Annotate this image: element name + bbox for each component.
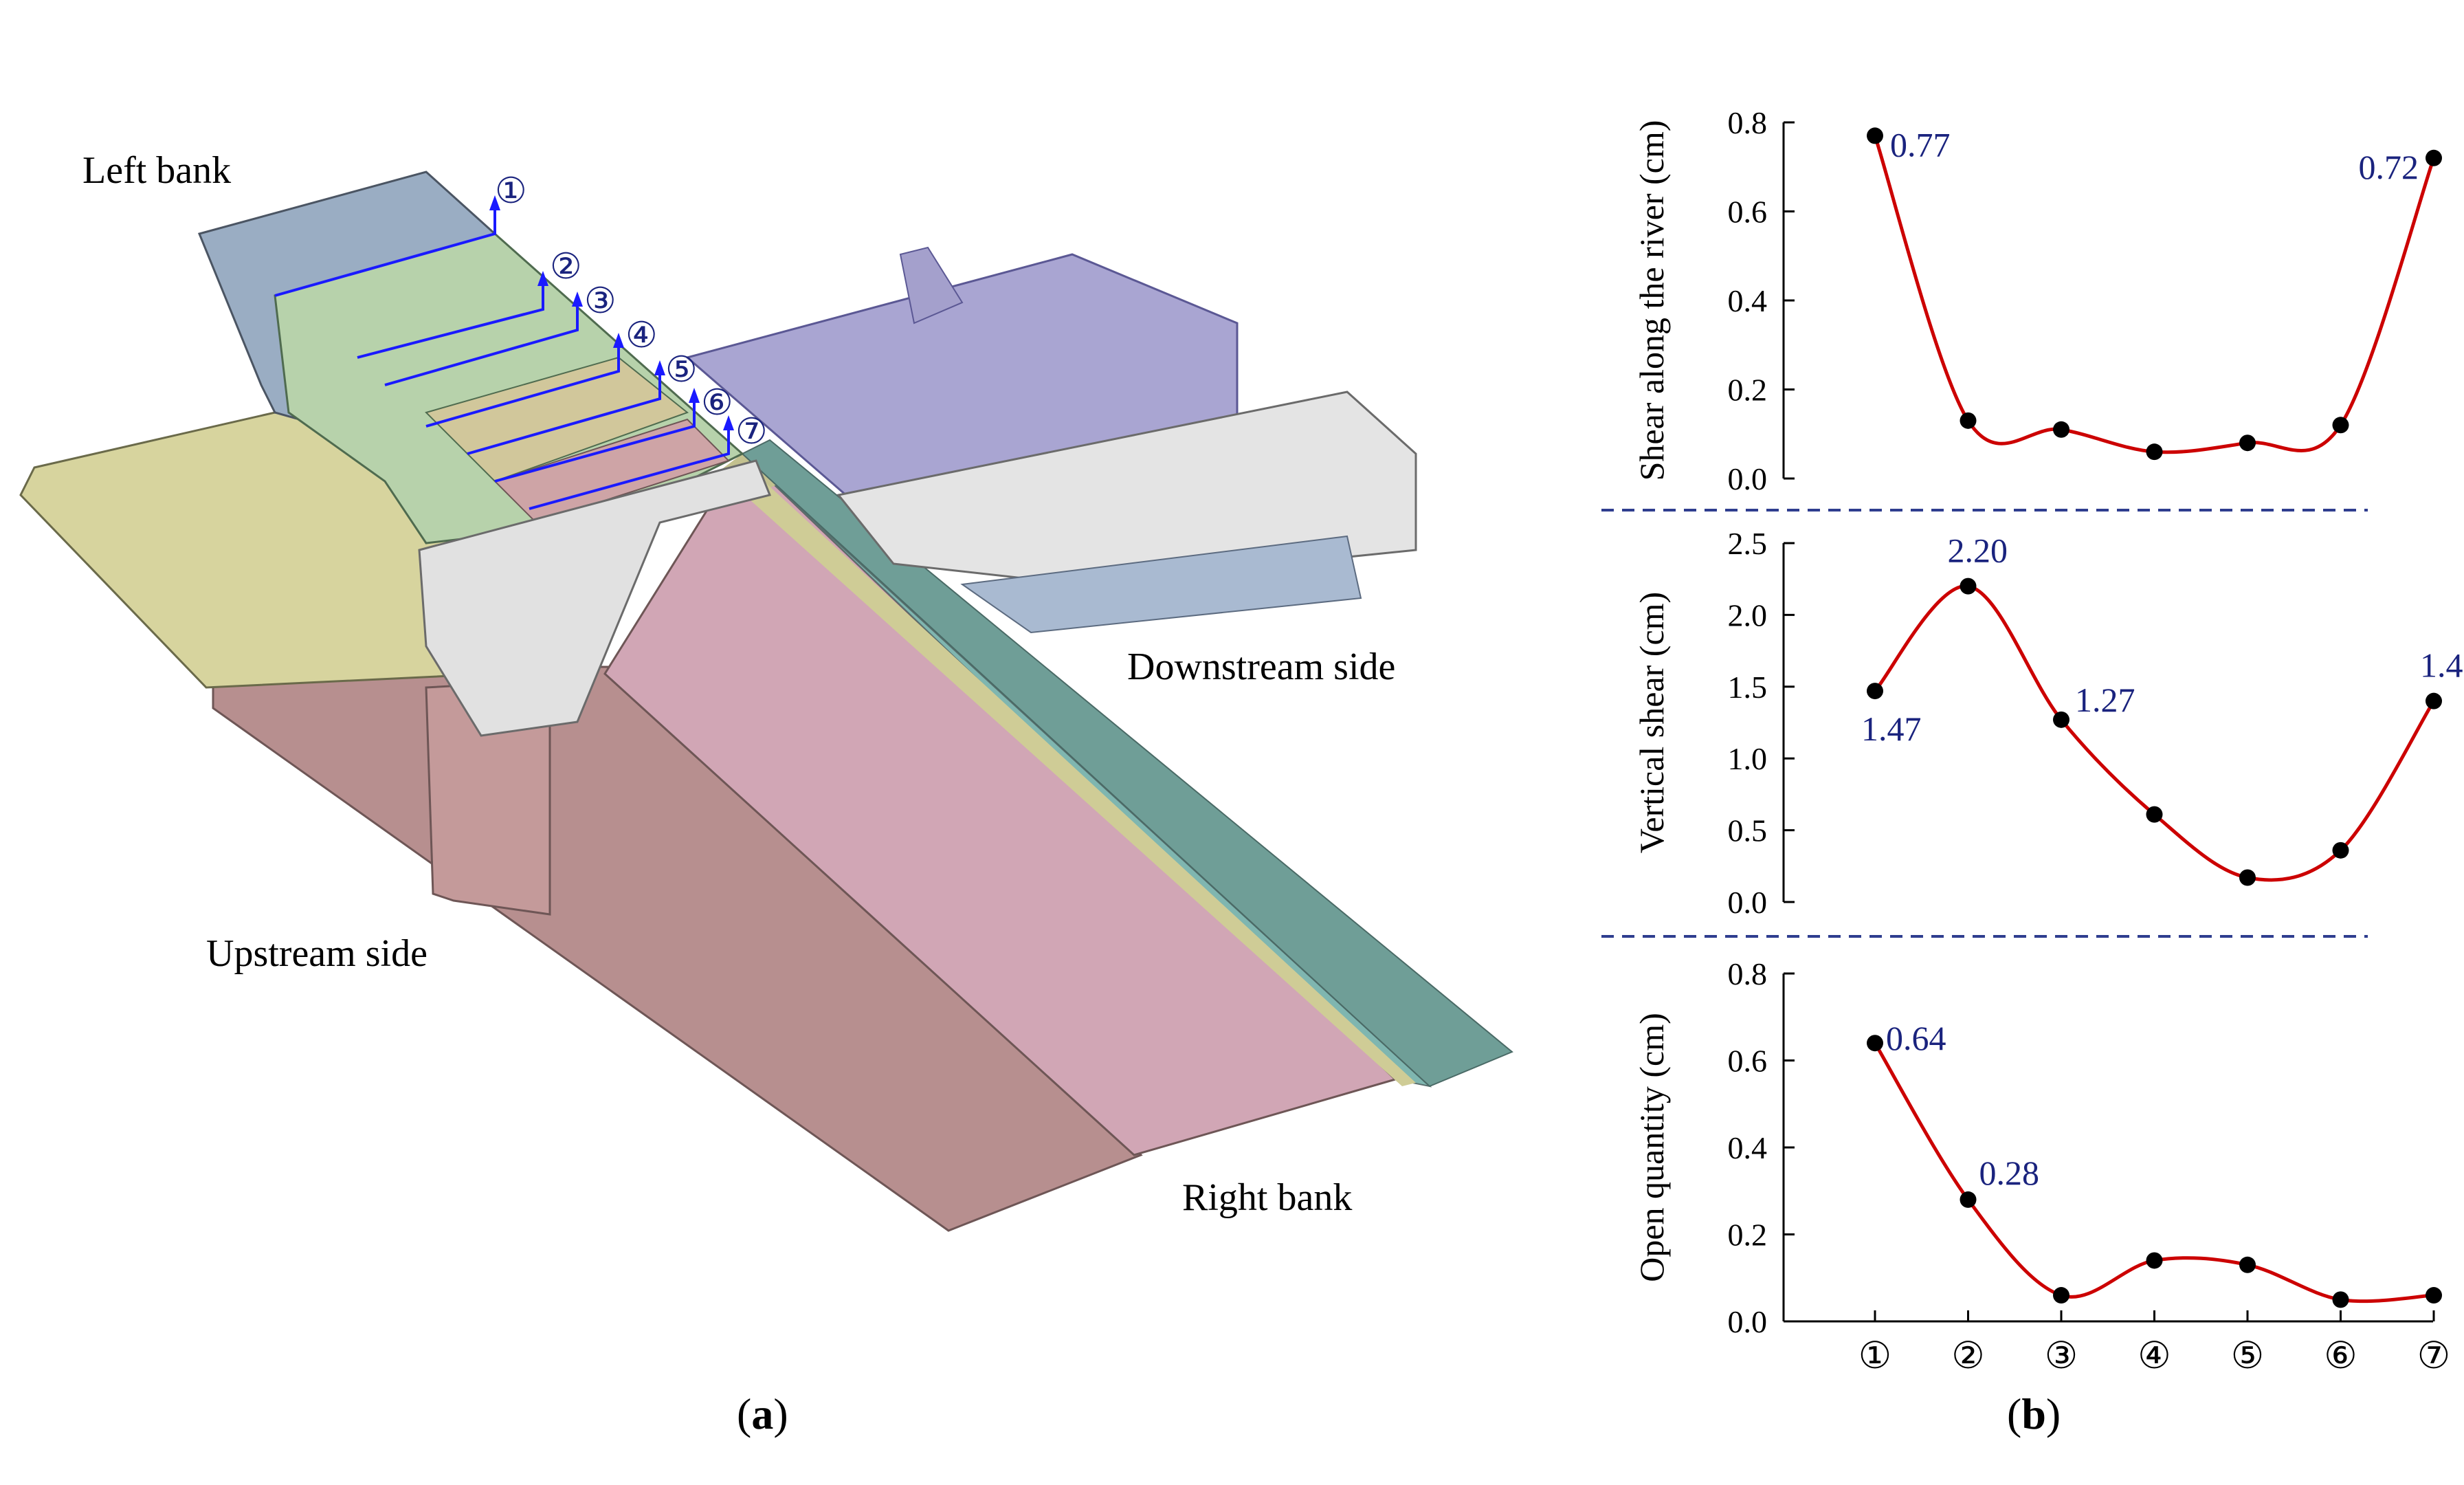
y-tick-label: 1.5 — [1728, 670, 1768, 705]
label-right-bank: Right bank — [1182, 1176, 1353, 1219]
data-point — [2146, 443, 2163, 461]
data-label: 1.40 — [2420, 646, 2464, 685]
y-tick-label: 0.0 — [1728, 1304, 1768, 1339]
y-tick-label: 0.4 — [1728, 283, 1768, 318]
gate-chamber-bay-3 — [493, 418, 730, 524]
caption-a: (a) — [737, 1389, 788, 1438]
gate-chamber-bay-2 — [425, 356, 689, 483]
section-line-7 — [529, 426, 730, 510]
caption-b-letter: b — [2021, 1389, 2046, 1438]
data-point — [2332, 417, 2349, 434]
section-marker-6: ⑥ — [701, 384, 733, 423]
section-marker-2: ② — [550, 248, 582, 287]
arrowhead-6 — [689, 388, 700, 403]
data-point — [2053, 421, 2069, 438]
data-label: 0.64 — [1886, 1019, 1946, 1057]
arrowhead-1 — [489, 195, 500, 210]
data-point — [2146, 1252, 2163, 1269]
arrowhead-7 — [723, 415, 734, 430]
series-line — [1873, 135, 2436, 454]
data-point — [2426, 1287, 2442, 1304]
data-point — [2426, 692, 2442, 710]
arrowhead-3 — [572, 292, 583, 307]
data-label: 1.47 — [1861, 710, 1922, 748]
data-point — [1960, 1191, 1977, 1208]
y-tick-label: 2.0 — [1728, 597, 1768, 632]
data-point — [1867, 1035, 1883, 1052]
arrowhead-2 — [537, 271, 548, 286]
data-label: 0.77 — [1890, 125, 1951, 164]
data-point — [2053, 711, 2069, 728]
series-line — [1874, 584, 2436, 882]
y-tick-label: 0.5 — [1728, 813, 1768, 848]
caption-b: (b) — [2007, 1389, 2061, 1438]
section-marker-3: ③ — [584, 282, 617, 321]
data-point — [1867, 683, 1883, 700]
data-point — [1960, 412, 1977, 429]
section-line-6 — [494, 399, 696, 483]
section-line-3 — [384, 302, 579, 386]
data-point — [2146, 806, 2163, 823]
x-tick-label: ⑥ — [2324, 1334, 2357, 1377]
y-tick-label: 0.6 — [1728, 195, 1768, 230]
data-point — [2239, 869, 2256, 886]
y-axis-title: Shear along the river (cm) — [1632, 120, 1671, 481]
right-bank-strip-green — [741, 439, 1513, 1088]
y-tick-label: 1.0 — [1728, 741, 1768, 776]
y-tick-label: 0.2 — [1728, 373, 1768, 408]
data-point — [2053, 1287, 2069, 1304]
section-line-4 — [425, 344, 620, 428]
x-tick-label: ① — [1858, 1334, 1891, 1377]
arrowhead-4 — [613, 333, 624, 348]
section-marker-7: ⑦ — [735, 412, 768, 452]
section-lines — [274, 206, 730, 510]
x-tick-label: ⑤ — [2231, 1334, 2264, 1377]
data-label: 0.72 — [2359, 148, 2419, 186]
y-tick-label: 2.5 — [1728, 526, 1768, 561]
section-line-5 — [467, 371, 661, 455]
y-tick-label: 0.4 — [1728, 1130, 1768, 1165]
arrowhead-5 — [654, 360, 665, 375]
section-marker-1: ① — [495, 172, 527, 211]
y-tick-label: 0.6 — [1728, 1044, 1768, 1079]
section-marker-4: ④ — [625, 316, 658, 355]
data-label: 1.27 — [2075, 681, 2135, 719]
data-point — [2332, 842, 2349, 859]
data-point — [1960, 578, 1977, 595]
y-tick-label: 0.8 — [1728, 956, 1768, 991]
data-label: 2.20 — [1948, 531, 2008, 570]
y-axis-title: Vertical shear (cm) — [1632, 592, 1671, 853]
section-line-2 — [357, 282, 544, 359]
downstream-walls — [899, 246, 964, 324]
section-line-1 — [274, 206, 496, 297]
right-bank-strip-yellow — [722, 468, 1416, 1086]
data-point — [2239, 434, 2256, 452]
x-tick-label: ② — [1951, 1334, 1984, 1377]
x-tick-label: ④ — [2138, 1334, 2171, 1377]
section-marker-5: ⑤ — [665, 351, 698, 390]
y-tick-label: 0.8 — [1728, 105, 1768, 140]
data-label: 0.28 — [1979, 1154, 2040, 1192]
y-tick-label: 0.0 — [1728, 461, 1768, 496]
caption-a-letter: a — [751, 1389, 774, 1438]
x-tick-label: ⑦ — [2417, 1334, 2450, 1377]
label-left-bank: Left bank — [82, 149, 232, 192]
y-tick-label: 0.0 — [1728, 885, 1768, 920]
data-point — [2426, 149, 2442, 166]
data-point — [2332, 1291, 2349, 1308]
data-point — [2239, 1256, 2256, 1273]
data-point — [1867, 127, 1883, 144]
y-tick-label: 0.2 — [1728, 1218, 1768, 1253]
intake-front — [418, 459, 772, 737]
label-upstream-side: Upstream side — [206, 932, 428, 975]
spillway-channel — [836, 390, 1417, 586]
x-tick-label: ③ — [2045, 1334, 2078, 1377]
spillway-channel-base — [960, 535, 1362, 634]
label-downstream-side: Downstream side — [1127, 646, 1396, 688]
y-axis-title: Open quantity (cm) — [1632, 1013, 1671, 1282]
section-arrowheads — [489, 195, 734, 430]
